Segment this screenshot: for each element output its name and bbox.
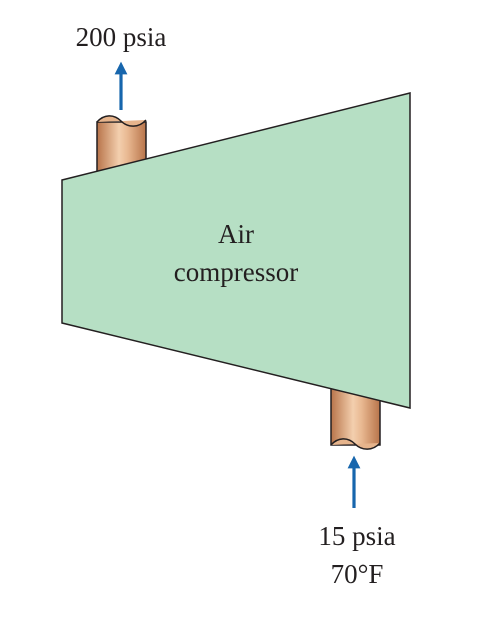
inlet-temperature-label: 70°F (331, 559, 384, 589)
compressor-body (61, 92, 411, 409)
compressor-label-line2: compressor (174, 257, 298, 287)
outlet-pressure-label: 200 psia (76, 22, 167, 52)
inlet-pressure-label: 15 psia (318, 521, 395, 551)
compressor-label-line1: Air (218, 219, 254, 249)
